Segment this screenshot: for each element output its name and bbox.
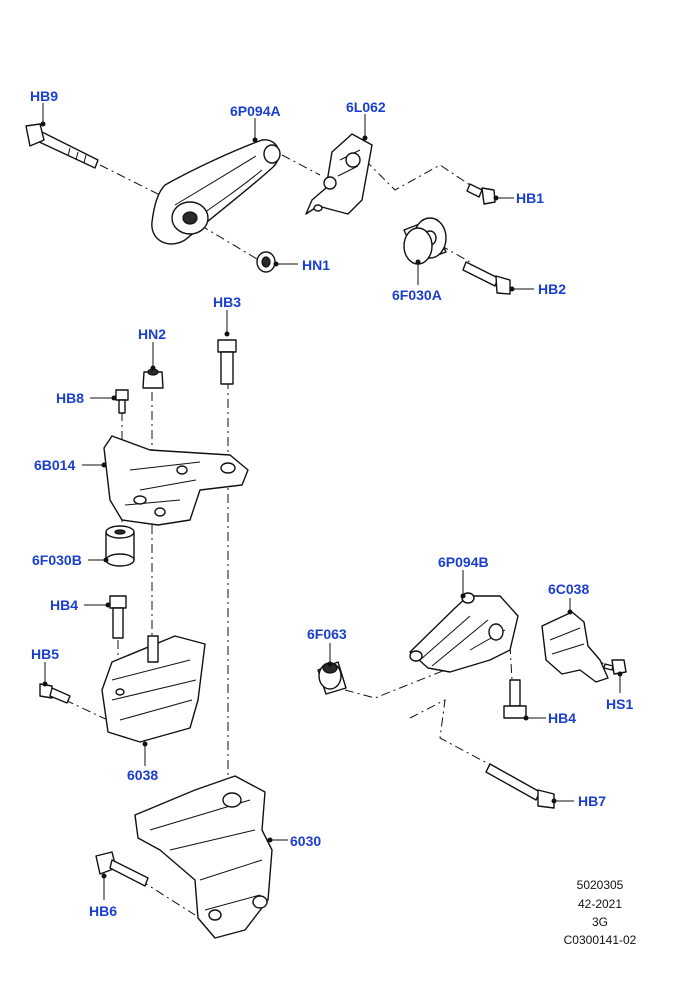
label-6p094a: 6P094A (230, 103, 281, 119)
bush-6f030b (105, 525, 135, 567)
label-hb3: HB3 (213, 294, 241, 310)
bolt-hb3 (217, 339, 237, 385)
leader-lines (40, 103, 623, 900)
reference-code-block: 5020305 42-2021 3G C0300141-02 (564, 878, 637, 947)
engine-mount-6038 (101, 635, 206, 743)
label-6f030b: 6F030B (32, 552, 82, 568)
label-hb4-right: HB4 (548, 710, 576, 726)
bolt-hb2 (462, 261, 511, 295)
reference-line-2: 42-2021 (578, 897, 622, 911)
label-hn2: HN2 (138, 326, 166, 342)
label-hb2: HB2 (538, 281, 566, 297)
bracket-6c038 (541, 611, 609, 683)
reference-line-1: 5020305 (577, 878, 624, 892)
torque-rod-6p094a (151, 139, 281, 245)
label-6030: 6030 (290, 833, 321, 849)
bolt-hb1 (466, 183, 496, 205)
label-6l062: 6L062 (346, 99, 386, 115)
reference-line-4: C0300141-02 (564, 933, 637, 947)
label-hn1: HN1 (302, 257, 330, 273)
assembly-lines (64, 154, 611, 916)
label-hb5: HB5 (31, 646, 59, 662)
reference-line-3: 3G (592, 915, 608, 929)
bolt-hb4-right (503, 679, 527, 719)
label-hs1: HS1 (606, 696, 633, 712)
bracket-6b014 (103, 435, 249, 526)
bolt-hb8 (115, 389, 129, 414)
bolt-hb6 (95, 851, 149, 887)
bolt-hb7 (485, 763, 555, 809)
label-6c038: 6C038 (548, 581, 589, 597)
label-hb8: HB8 (56, 390, 84, 406)
bush-6f063 (317, 661, 347, 695)
label-6f063: 6F063 (307, 626, 347, 642)
part-labels: HB9 6P094A 6L062 HB1 HN1 HB2 6F030A HB3 … (30, 88, 633, 919)
label-6b014: 6B014 (34, 457, 75, 473)
label-hb6: HB6 (89, 903, 117, 919)
bracket-6l062 (305, 133, 373, 215)
bolt-hb9 (25, 123, 99, 169)
torque-rod-6p094b (409, 592, 519, 673)
label-6p094b: 6P094B (438, 554, 489, 570)
label-6038: 6038 (127, 767, 158, 783)
mounting-bracket-6030 (134, 775, 273, 939)
label-hb7: HB7 (578, 793, 606, 809)
label-6f030a: 6F030A (392, 287, 442, 303)
bolt-hb5 (39, 683, 71, 704)
label-hb9: HB9 (30, 88, 58, 104)
stud-hs1 (603, 659, 627, 675)
label-hb4-left: HB4 (50, 597, 78, 613)
nut-hn1 (256, 251, 276, 273)
label-hb1: HB1 (516, 190, 544, 206)
bush-6f030a (403, 217, 447, 265)
bolt-hb4-left (109, 595, 127, 639)
nut-hn2 (142, 368, 164, 389)
